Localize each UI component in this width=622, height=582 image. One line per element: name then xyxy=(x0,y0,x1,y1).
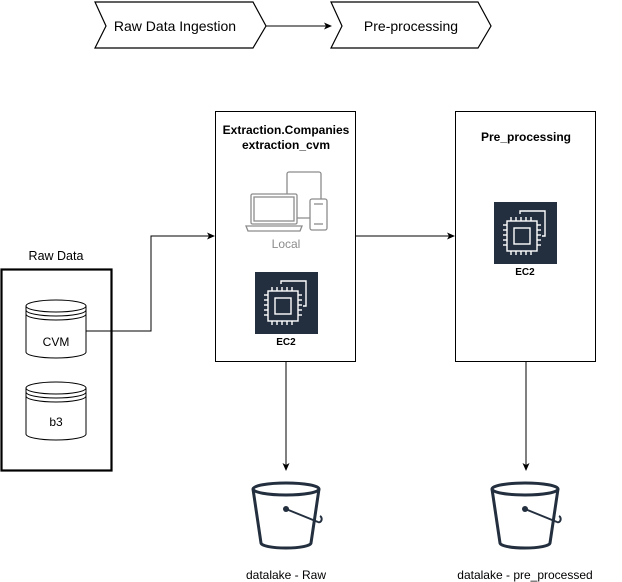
raw-data-title: Raw Data xyxy=(29,249,84,263)
database-label-b3: b3 xyxy=(49,415,63,429)
ec2-label: EC2 xyxy=(515,267,535,278)
local-label: Local xyxy=(272,237,301,251)
extraction-title-line1: Extraction.Companies xyxy=(223,123,350,137)
extraction-title-line2: extraction_cvm xyxy=(242,138,330,152)
database-label-cvm: CVM xyxy=(43,335,70,349)
database-icon: CVM xyxy=(25,299,87,359)
ec2-icon xyxy=(494,202,557,264)
s3-bucket-icon xyxy=(490,481,562,550)
s3-bucket-icon xyxy=(251,481,323,550)
ec2-label: EC2 xyxy=(276,337,296,348)
raw-bucket-label: datalake - Raw xyxy=(246,568,326,582)
pipeline-step-raw-ingestion: Raw Data Ingestion xyxy=(94,1,267,49)
pipeline-step-preprocessing: Pre-processing xyxy=(330,1,492,49)
pipeline-step-label: Raw Data Ingestion xyxy=(114,18,236,34)
connector-arrow-cvm-to-extraction xyxy=(86,232,215,332)
preprocessing-title: Pre_processing xyxy=(481,130,571,144)
database-icon: b3 xyxy=(25,381,87,441)
ec2-icon xyxy=(255,272,318,334)
processed-bucket-label: datalake - pre_processed xyxy=(457,568,592,582)
devices-icon xyxy=(245,171,328,232)
pipeline-step-label: Pre-processing xyxy=(364,18,458,34)
